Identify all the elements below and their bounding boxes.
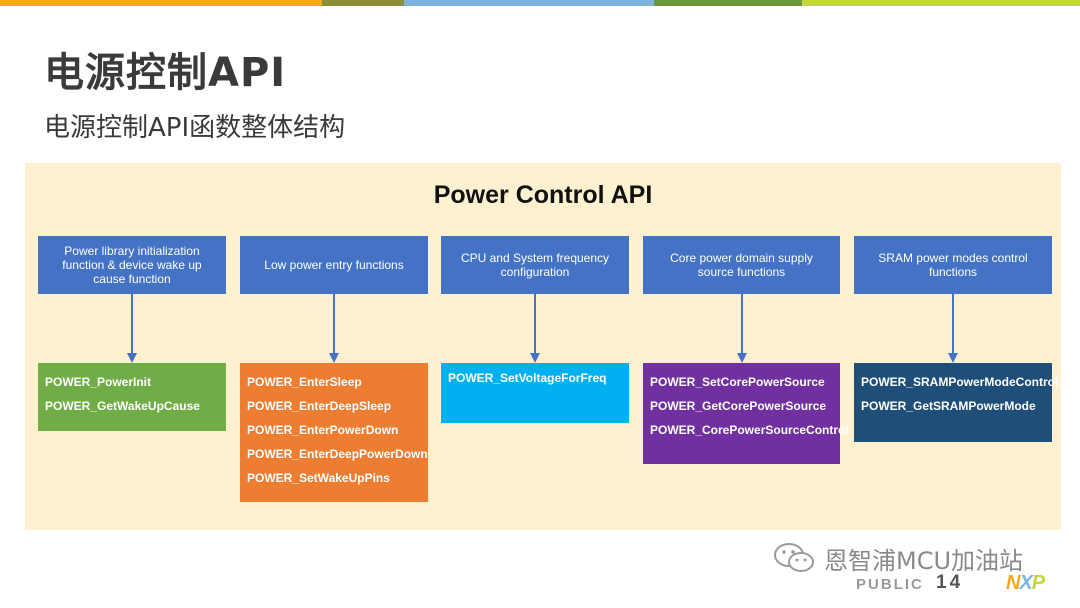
function-item: POWER_EnterSleep xyxy=(247,375,362,389)
wechat-account-name: 恩智浦MCU加油站 xyxy=(824,546,1024,575)
function-item: POWER_SetCorePowerSource xyxy=(650,375,825,389)
function-item: POWER_GetCorePowerSource xyxy=(650,399,827,413)
function-group-core-power: POWER_SetCorePowerSource POWER_GetCorePo… xyxy=(643,363,849,464)
function-item: POWER_CorePowerSourceControl xyxy=(650,423,849,437)
diagram-title: Power Control API xyxy=(433,181,653,209)
function-item: POWER_SetVoltageForFreq xyxy=(448,371,607,385)
wechat-account: 恩智浦MCU加油站 xyxy=(772,540,1023,576)
function-group-low-power: POWER_EnterSleep POWER_EnterDeepSleep PO… xyxy=(240,363,428,502)
category-box-frequency: CPU and System frequency configuration xyxy=(441,236,629,294)
category-box-core-power: Core power domain supply source function… xyxy=(643,236,840,294)
category-label: CPU and System frequency configuration xyxy=(460,251,610,279)
diagram-panel: Power Control API Power library initiali… xyxy=(25,163,1061,530)
page-title: 电源控制API xyxy=(44,50,287,96)
category-box-low-power: Low power entry functions xyxy=(240,236,428,294)
function-item: POWER_EnterPowerDown xyxy=(247,423,399,437)
function-item: POWER_SetWakeUpPins xyxy=(247,471,390,485)
topbar-segment-2 xyxy=(322,0,404,6)
function-item: POWER_PowerInit xyxy=(45,375,152,389)
arrow-icon xyxy=(737,294,747,363)
function-group-init: POWER_PowerInit POWER_GetWakeUpCause xyxy=(38,363,226,431)
topbar-segment-4 xyxy=(654,0,802,6)
function-item: POWER_GetWakeUpCause xyxy=(45,399,200,413)
nxp-logo: NXP xyxy=(1006,572,1045,594)
topbar-segment-3 xyxy=(404,0,654,6)
function-item: POWER_SRAMPowerModeControl xyxy=(861,375,1059,389)
topbar-segment-1 xyxy=(0,0,322,6)
arrow-icon xyxy=(329,294,339,363)
page-number: 14 xyxy=(936,572,964,593)
topbar-segment-5 xyxy=(802,0,1080,6)
category-label: Core power domain supply source function… xyxy=(670,251,813,279)
category-box-sram: SRAM power modes control functions xyxy=(854,236,1052,294)
function-group-frequency: POWER_SetVoltageForFreq xyxy=(441,363,629,423)
arrow-icon xyxy=(127,294,137,363)
category-label: Low power entry functions xyxy=(264,258,404,272)
category-box-init: Power library initialization function & … xyxy=(38,236,226,294)
function-item: POWER_EnterDeepSleep xyxy=(247,399,392,413)
top-color-bar xyxy=(0,0,1080,6)
arrow-icon xyxy=(948,294,958,363)
wechat-icon xyxy=(774,543,814,572)
function-item: POWER_GetSRAMPowerMode xyxy=(861,399,1036,413)
category-label: SRAM power modes control functions xyxy=(878,251,1028,279)
arrow-icon xyxy=(530,294,540,363)
function-item: POWER_EnterDeepPowerDown xyxy=(247,447,428,461)
classification-label: PUBLIC xyxy=(856,576,924,593)
function-group-sram: POWER_SRAMPowerModeControl POWER_GetSRAM… xyxy=(854,363,1059,442)
category-label: Power library initialization function & … xyxy=(62,244,202,286)
page-subtitle: 电源控制API函数整体结构 xyxy=(44,113,346,143)
